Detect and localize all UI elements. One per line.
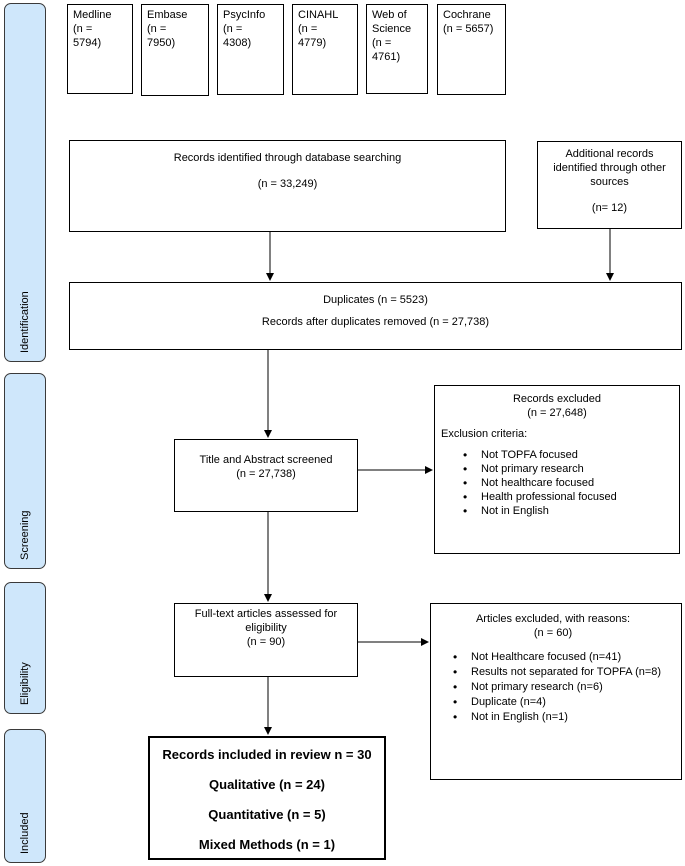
records-excluded-title: Records excluded — [512, 393, 602, 405]
database-box-medline: Medline (n = 5794) — [67, 4, 133, 94]
database-count: 4308) — [223, 37, 252, 49]
database-count: (n = 5657) — [443, 23, 494, 35]
database-name: Web of — [372, 9, 407, 21]
database-name: Medline — [73, 9, 112, 21]
list-item: Duplicate (n=4) — [431, 695, 675, 709]
database-box-cinahl: CINAHL (n = 4779) — [292, 4, 358, 95]
phase-included: Included — [4, 729, 46, 863]
records-excluded-count: (n = 27,648) — [527, 407, 587, 419]
database-count: (n = — [223, 23, 243, 35]
articles-excluded-count: (n = 60) — [533, 627, 573, 639]
list-item: Results not separated for TOPFA (n=8) — [431, 665, 675, 679]
database-name: CINAHL — [298, 9, 339, 21]
database-name: Cochrane — [443, 9, 491, 21]
articles-excluded-list: Not Healthcare focused (n=41) Results no… — [431, 650, 675, 724]
list-item: Health professional focused — [441, 490, 673, 504]
list-item: Not healthcare focused — [441, 476, 673, 490]
database-count: 7950) — [147, 37, 176, 49]
exclusion-criteria-label: Exclusion criteria: — [441, 428, 528, 440]
additional-records-count: (n= 12) — [591, 202, 628, 214]
list-item: Not TOPFA focused — [441, 448, 673, 462]
database-box-web-of-science: Web of Science (n = 4761) — [366, 4, 428, 94]
exclusion-criteria-list: Not TOPFA focused Not primary research N… — [441, 448, 673, 518]
database-count: 4761) — [372, 51, 401, 63]
records-identified-label: Records identified through database sear… — [173, 152, 402, 164]
list-item: Not primary research — [441, 462, 673, 476]
full-text-box: Full-text articles assessed for eligibil… — [174, 603, 358, 677]
articles-excluded-title: Articles excluded, with reasons: — [475, 613, 631, 625]
quantitative-count: Quantitative (n = 5) — [208, 807, 326, 822]
records-included: Records included in review n = 30 — [162, 747, 372, 762]
list-item: Not in English (n=1) — [431, 710, 675, 724]
database-name: Science — [372, 23, 412, 35]
database-count: 5794) — [73, 37, 102, 49]
qualitative-count: Qualitative (n = 24) — [209, 777, 325, 792]
full-text-label: Full-text articles assessed for eligibil… — [194, 608, 338, 634]
database-box-embase: Embase (n = 7950) — [141, 4, 209, 96]
database-count: (n = — [372, 37, 392, 49]
records-identified-count: (n = 33,249) — [257, 178, 318, 190]
phase-screening: Screening — [4, 373, 46, 569]
title-abstract-count: (n = 27,738) — [236, 468, 296, 480]
records-after-duplicates: Records after duplicates removed (n = 27… — [261, 316, 490, 328]
list-item: Not Healthcare focused (n=41) — [431, 650, 675, 664]
database-count: 4779) — [298, 37, 327, 49]
list-item: Not primary research (n=6) — [431, 680, 675, 694]
included-box: Records included in review n = 30 Qualit… — [148, 736, 386, 860]
records-identified-box: Records identified through database sear… — [69, 140, 506, 232]
records-excluded-box: Records excluded (n = 27,648) Exclusion … — [434, 385, 680, 554]
database-box-psycinfo: PsycInfo (n = 4308) — [217, 4, 284, 95]
additional-records-label: Additional records identified through ot… — [553, 148, 666, 188]
full-text-count: (n = 90) — [246, 636, 286, 648]
duplicates-count: Duplicates (n = 5523) — [323, 294, 428, 306]
title-abstract-box: Title and Abstract screened (n = 27,738) — [174, 439, 358, 512]
duplicates-box: Duplicates (n = 5523) Records after dupl… — [69, 282, 682, 350]
title-abstract-label: Title and Abstract screened — [199, 454, 333, 466]
database-count: (n = — [147, 23, 167, 35]
database-count: (n = — [298, 23, 318, 35]
phase-identification: Identification — [4, 3, 46, 362]
list-item: Not in English — [441, 504, 673, 518]
database-count: (n = — [73, 23, 93, 35]
articles-excluded-box: Articles excluded, with reasons: (n = 60… — [430, 603, 682, 780]
additional-records-box: Additional records identified through ot… — [537, 141, 682, 229]
phase-eligibility: Eligibility — [4, 582, 46, 714]
database-name: Embase — [147, 9, 188, 21]
database-box-cochrane: Cochrane (n = 5657) — [437, 4, 506, 95]
mixed-methods-count: Mixed Methods (n = 1) — [198, 837, 336, 852]
database-name: PsycInfo — [223, 9, 266, 21]
